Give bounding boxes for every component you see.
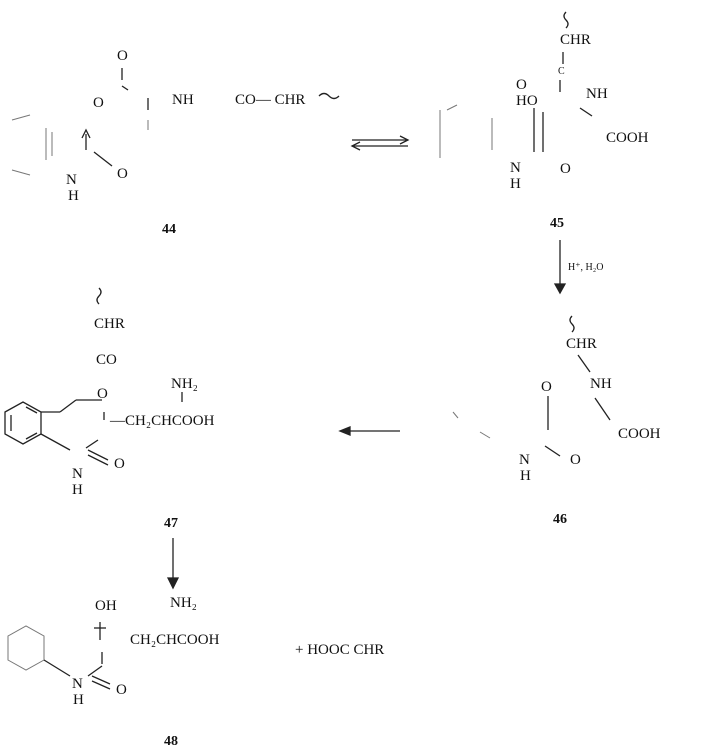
c46-o: O: [541, 379, 552, 395]
c44-h: H: [68, 188, 79, 204]
c47-chain: —CH₂CHCOOH: [110, 413, 215, 429]
c46-h: H: [520, 468, 531, 484]
c47-chr: CHR: [94, 316, 125, 332]
arrow-47-to-48: [166, 538, 180, 590]
c45-h: H: [510, 176, 521, 192]
compound-46-bonds: [452, 315, 611, 457]
c46-label: 46: [553, 512, 567, 527]
c44-co-chr: CO— CHR: [235, 92, 306, 108]
compound-44-bonds: [11, 68, 340, 176]
c47-co: CO: [96, 352, 117, 368]
c48-n: N: [72, 676, 83, 692]
c45-o-bottom: O: [560, 161, 571, 177]
c48-oh: OH: [95, 598, 117, 614]
c44-n: N: [66, 172, 77, 188]
c48-nh2: NH₂: [170, 595, 197, 611]
compound-47-bonds: [4, 287, 183, 466]
c44-nh: NH: [172, 92, 194, 108]
compound-48-bonds: [7, 622, 111, 690]
c45-label: 45: [550, 216, 564, 231]
c46-nh: NH: [590, 376, 612, 392]
c46-o-right: O: [570, 452, 581, 468]
c47-o: O: [97, 386, 108, 402]
c48-chain: CH₂CHCOOH: [130, 632, 220, 648]
c45-nh: NH: [586, 86, 608, 102]
c48-label: 48: [164, 734, 178, 749]
c45-c: C: [558, 66, 565, 77]
c48-product: + HOOC CHR: [295, 642, 385, 658]
c47-label: 47: [164, 516, 178, 531]
c45-ho: HO: [516, 93, 538, 109]
c48-o-right: O: [116, 682, 127, 698]
c45-o-left: O: [516, 77, 527, 93]
c45-chr: CHR: [560, 32, 591, 48]
c47-h: H: [72, 482, 83, 498]
compound-45-bonds: [439, 11, 593, 158]
c44-o-left: O: [93, 95, 104, 111]
c46-cooh: COOH: [618, 426, 661, 442]
c46-chr: CHR: [566, 336, 597, 352]
equilibrium-arrow: [350, 135, 410, 151]
arrow-46-to-47: [338, 426, 400, 436]
c45-n: N: [510, 160, 521, 176]
arrow-45-to-46: [553, 240, 567, 295]
c44-o-top: O: [117, 48, 128, 64]
reagent-label: H⁺, H₂O: [568, 262, 604, 273]
c46-n: N: [519, 452, 530, 468]
c45-cooh: COOH: [606, 130, 649, 146]
c47-nh2: NH₂: [171, 376, 198, 392]
c44-label: 44: [162, 222, 176, 237]
c47-o-right: O: [114, 456, 125, 472]
c47-n: N: [72, 466, 83, 482]
c48-h: H: [73, 692, 84, 708]
c44-o-right: O: [117, 166, 128, 182]
